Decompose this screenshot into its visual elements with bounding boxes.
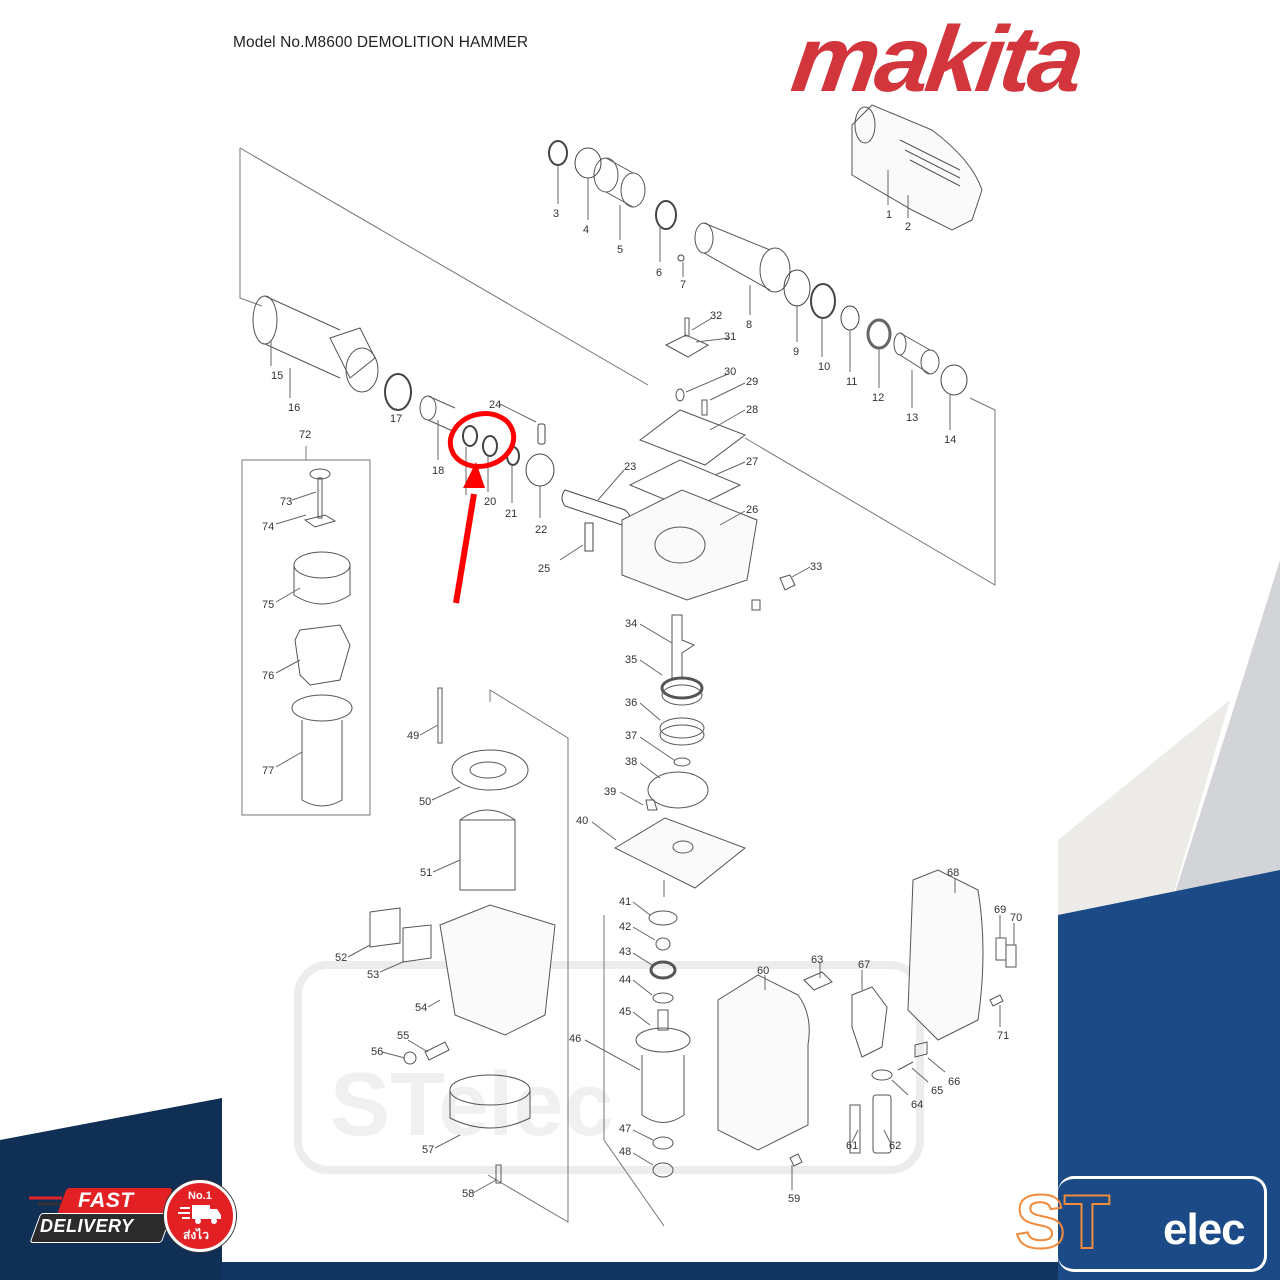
part-label: 57 (422, 1144, 435, 1156)
diagram-title: Model No.M8600 DEMOLITION HAMMER (233, 34, 529, 51)
part-label: 74 (262, 521, 275, 533)
stelec-s: ST (1014, 1180, 1111, 1265)
part-label: 59 (788, 1193, 801, 1205)
part-label: 25 (538, 563, 551, 575)
part-label: 17 (390, 413, 403, 425)
part-label: 35 (625, 654, 638, 666)
part-label: 4 (583, 224, 590, 236)
part-label: 64 (911, 1099, 924, 1111)
part-label: 76 (262, 670, 275, 682)
part-label: 18 (432, 465, 445, 477)
part-label: 42 (619, 921, 632, 933)
part-label: 58 (462, 1188, 475, 1200)
part-label: 8 (746, 319, 753, 331)
highlight-arrow (453, 493, 477, 604)
part-label: 39 (604, 786, 617, 798)
part-label: 40 (576, 815, 589, 827)
part-label: 6 (656, 267, 663, 279)
part-label: 24 (489, 399, 502, 411)
part-label: 3 (553, 208, 560, 220)
stelec-elec: elec (1163, 1205, 1246, 1254)
arrow-head-icon (463, 462, 485, 488)
part-label: 41 (619, 896, 632, 908)
part-label: 52 (335, 952, 348, 964)
part-label: 38 (625, 756, 638, 768)
part-label: 31 (724, 331, 737, 343)
part-label: 75 (262, 599, 275, 611)
part-label: 27 (746, 456, 759, 468)
part-label: 55 (397, 1030, 410, 1042)
part-label: 20 (484, 496, 497, 508)
part-label: 22 (535, 524, 548, 536)
speed-lines-icon (29, 1196, 74, 1242)
part-label: 54 (415, 1002, 428, 1014)
thai-fast-text: ส่งไว (183, 1228, 209, 1242)
part-label: 10 (818, 361, 831, 373)
part-label: 47 (619, 1123, 632, 1135)
part-label: 11 (846, 376, 858, 388)
stelec-frame (1058, 1176, 1267, 1272)
fast-text: FAST (78, 1189, 134, 1212)
part-label: 12 (872, 392, 885, 404)
part-label: 32 (710, 310, 723, 322)
part-label: 28 (746, 404, 759, 416)
part-label: 63 (811, 954, 824, 966)
part-label: 37 (625, 730, 638, 742)
part-label: 2 (905, 221, 912, 233)
part-label: 53 (367, 969, 380, 981)
part-label: 60 (757, 965, 770, 977)
part-label: 29 (746, 376, 759, 388)
part-label: 21 (505, 508, 518, 520)
part-label: 68 (947, 867, 960, 879)
part-label: 69 (994, 904, 1007, 916)
part-label: 50 (419, 796, 432, 808)
part-label: 48 (619, 1146, 632, 1158)
part-label: 44 (619, 974, 632, 986)
no1-text: No.1 (188, 1190, 212, 1202)
part-label: 1 (886, 209, 893, 221)
part-label: 5 (617, 244, 624, 256)
part-label: 46 (569, 1033, 582, 1045)
truck-icon (178, 1205, 221, 1224)
part-label: 23 (624, 461, 637, 473)
part-label: 36 (625, 697, 638, 709)
part-label: 49 (407, 730, 420, 742)
part-label: 16 (288, 402, 301, 414)
part-label: 65 (931, 1085, 944, 1097)
part-label: 61 (846, 1140, 859, 1152)
svg-text:STelec: STelec (330, 1055, 614, 1155)
part-label: 33 (810, 561, 823, 573)
highlight-circle (447, 411, 517, 469)
part-label: 9 (793, 346, 800, 358)
part-label: 72 (299, 429, 312, 441)
delivery-text: DELIVERY (40, 1216, 134, 1236)
part-label: 56 (371, 1046, 384, 1058)
part-label: 77 (262, 765, 275, 777)
part-label: 67 (858, 959, 871, 971)
part-label: 14 (944, 434, 957, 446)
part-label: 30 (724, 366, 737, 378)
part-label: 13 (906, 412, 919, 424)
part-label: 45 (619, 1006, 632, 1018)
part-label: 62 (889, 1140, 902, 1152)
part-label: 34 (625, 618, 638, 630)
part-label: 26 (746, 504, 759, 516)
part-label: 43 (619, 946, 632, 958)
part-label: 51 (420, 867, 433, 879)
part-label: 70 (1010, 912, 1023, 924)
part-label: 71 (997, 1030, 1010, 1042)
part-label: 66 (948, 1076, 961, 1088)
part-label: 73 (280, 496, 293, 508)
part-label: 15 (271, 370, 284, 382)
part-label: 7 (680, 279, 687, 291)
